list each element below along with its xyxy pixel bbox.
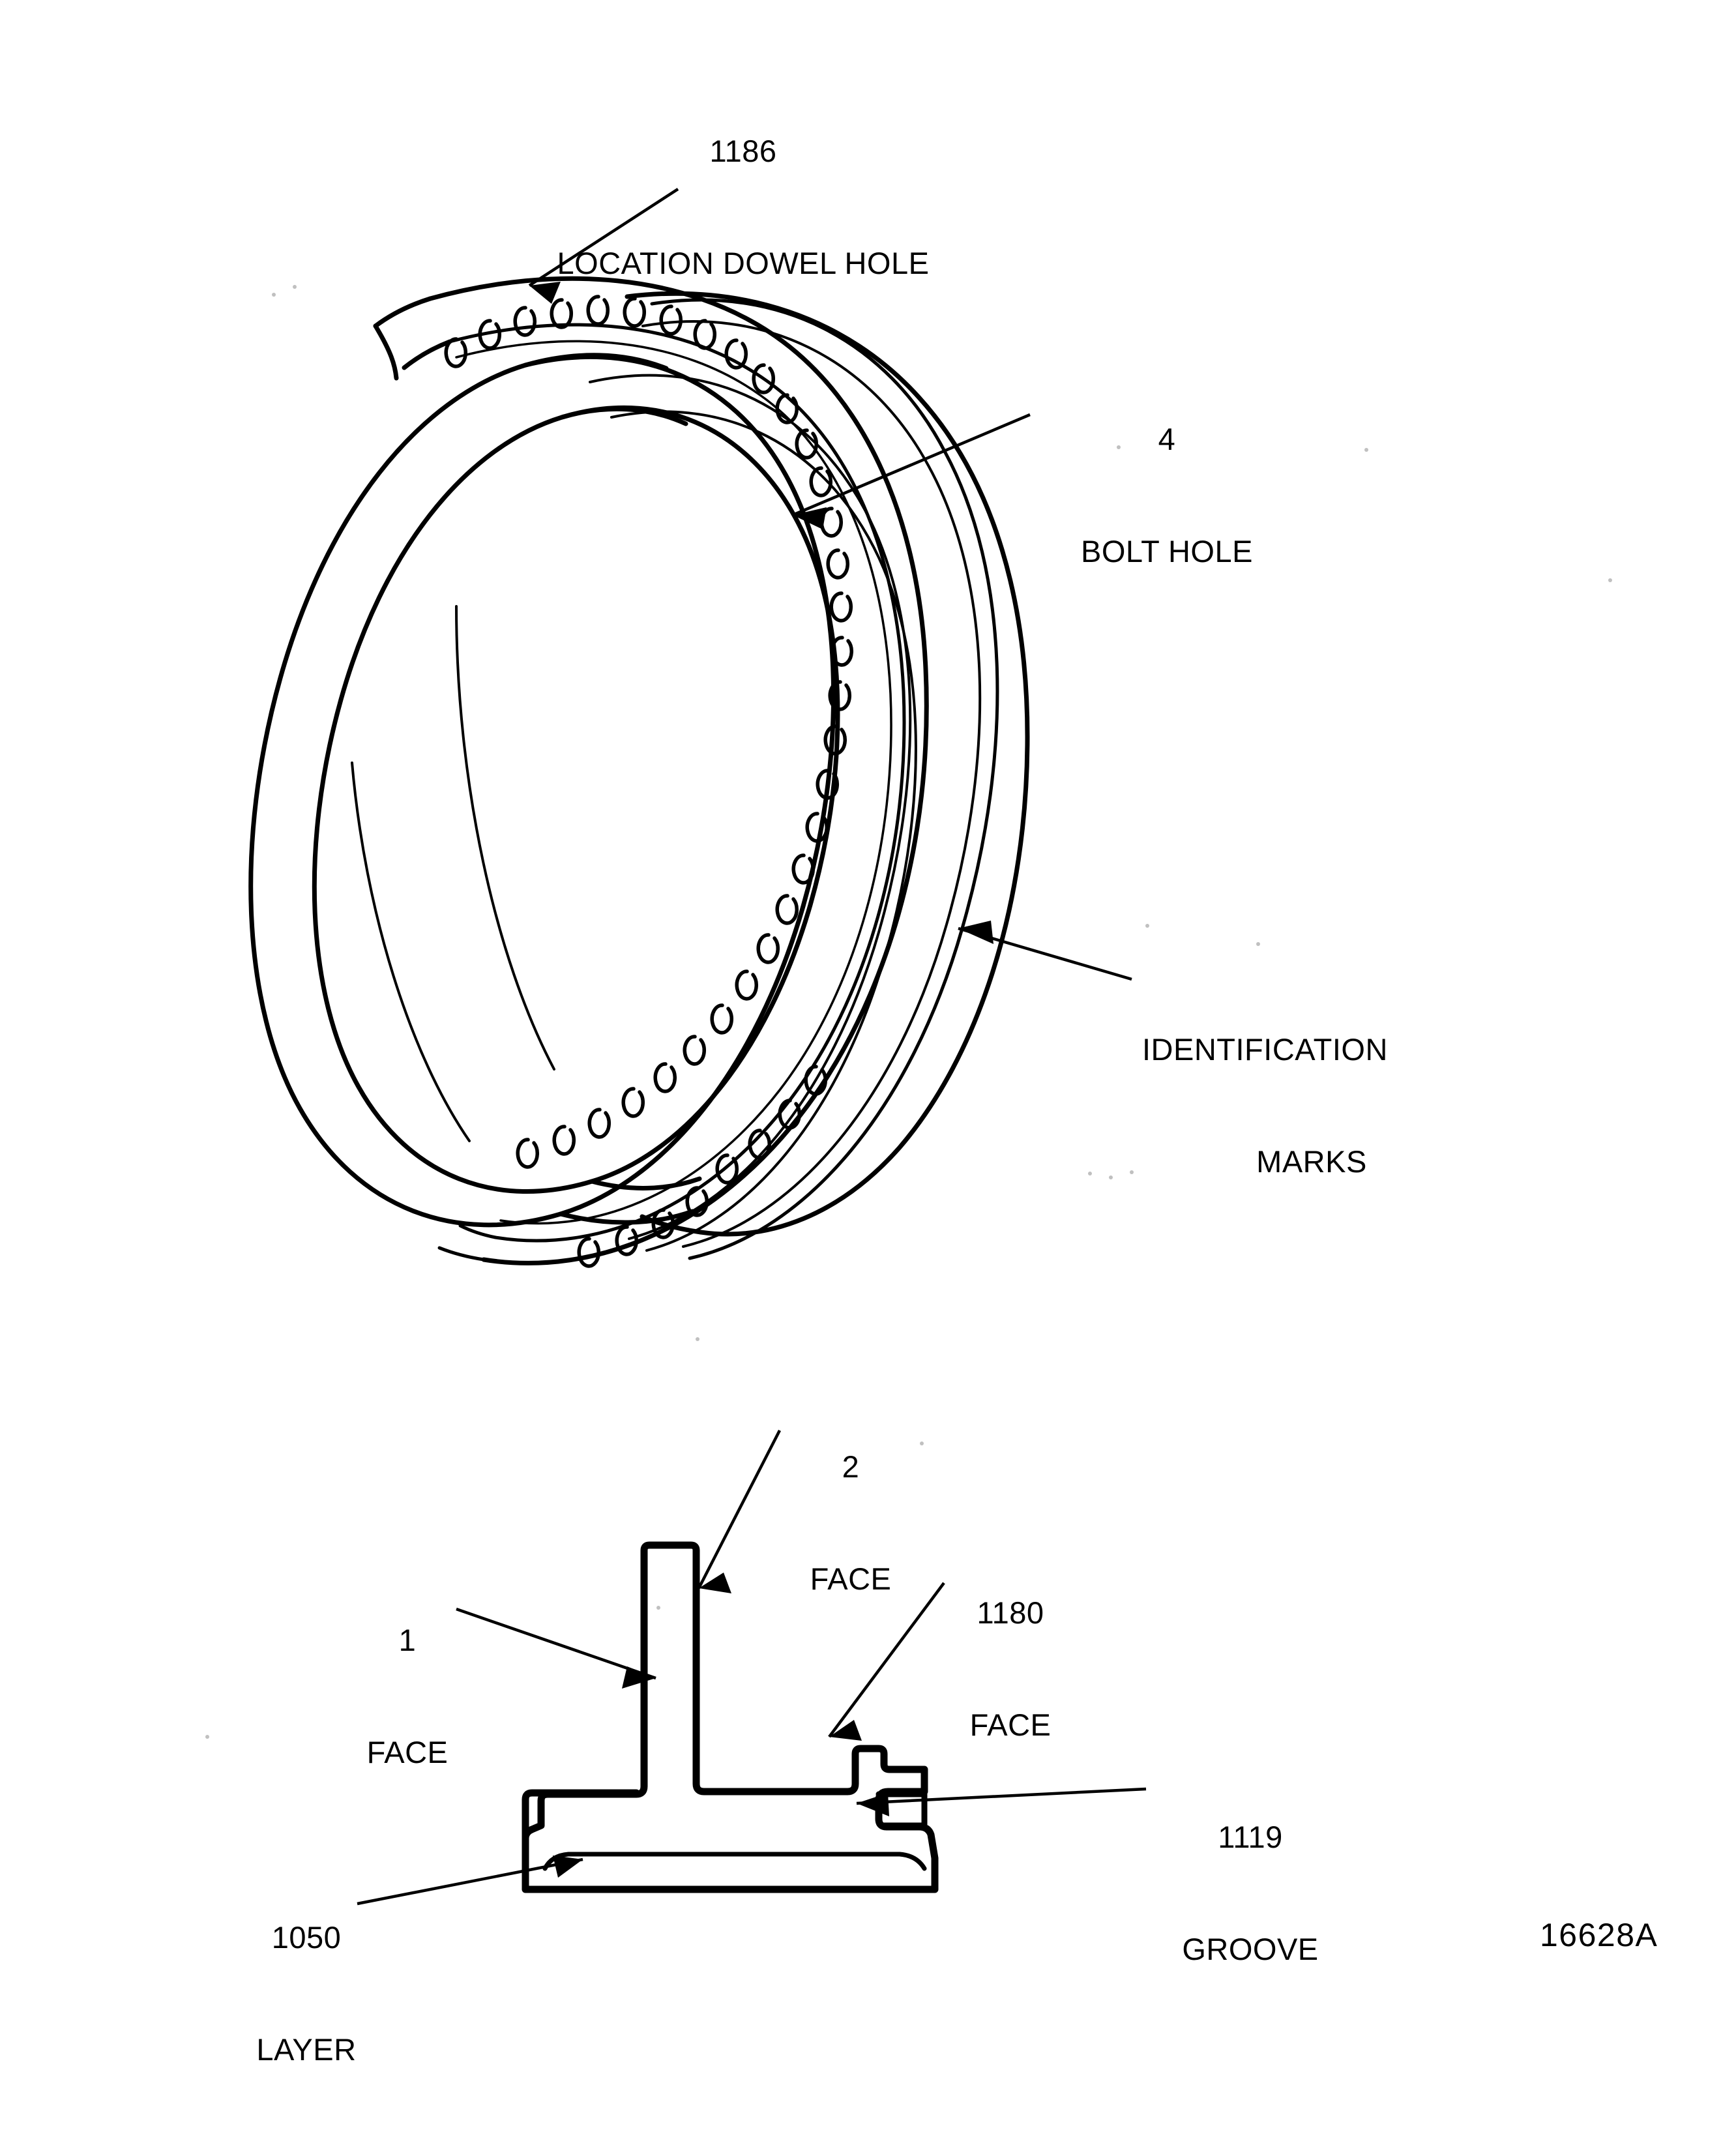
- callout-ident-line2: MARKS: [1256, 1144, 1367, 1179]
- leader-face-1180: [828, 1582, 945, 1741]
- leader-identification-marks: [958, 921, 1132, 981]
- flange-cross-section-profile: [522, 1541, 939, 1893]
- callout-face2-text: FACE: [810, 1561, 892, 1596]
- callout-face-1180: 1180 FACE: [926, 1519, 1095, 1818]
- callout-layer-text: LAYER: [256, 2032, 357, 2067]
- ring-intermediate-shells: [589, 298, 999, 1260]
- bolt-hole-group-lower: [577, 1186, 709, 1268]
- callout-face1-text: FACE: [366, 1734, 449, 1769]
- leader-layer-1050: [357, 1855, 583, 1906]
- leader-location-dowel-hole: [528, 188, 679, 304]
- callout-face1-number: 1: [398, 1622, 417, 1657]
- figure-number: 16628A: [1540, 1917, 1658, 1953]
- callout-groove-1119: 1119 GROOVE: [1159, 1743, 1342, 2043]
- callout-identification-marks: IDENTIFICATION MARKS: [1142, 956, 1481, 1255]
- leader-groove-1119: [856, 1787, 1147, 1816]
- callout-face-2: 2 FACE: [763, 1373, 939, 1672]
- technical-drawing-page: 1186 LOCATION DOWEL HOLE 4 BOLT HOLE IDE…: [205, 57, 1658, 2067]
- callout-layer-1050: 1050 LAYER: [215, 1844, 398, 2143]
- leader-bolt-hole: [792, 413, 1031, 529]
- leader-face-2: [697, 1429, 782, 1593]
- ring-bottom-generatrix: [558, 1176, 702, 1225]
- flange-ring-isometric: [248, 276, 1030, 1268]
- leader-face-1: [456, 1607, 656, 1689]
- callout-face-1: 1 FACE: [326, 1546, 489, 1846]
- scan-specks: [205, 285, 1612, 1739]
- callout-dowel-number: 1186: [709, 133, 777, 168]
- callout-location-dowel-hole: 1186 LOCATION DOWEL HOLE: [515, 57, 971, 357]
- callout-dowel-text: LOCATION DOWEL HOLE: [557, 245, 930, 280]
- callout-face1180-number: 1180: [977, 1595, 1044, 1630]
- ring-top-generatrix: [523, 353, 688, 426]
- callout-ident-line1: IDENTIFICATION: [1142, 1031, 1388, 1067]
- bore-inner-crease-2: [351, 761, 471, 1142]
- bolt-hole-group: [444, 295, 853, 1185]
- ring-front-outer-shell: [248, 354, 840, 1228]
- callout-bolt-text: BOLT HOLE: [1081, 533, 1253, 569]
- callout-face2-number: 2: [842, 1449, 860, 1484]
- callout-face1180-text: FACE: [969, 1707, 1052, 1742]
- drawing-canvas: [205, 188, 1612, 1906]
- callout-groove-text: GROOVE: [1182, 1931, 1319, 1966]
- callout-layer-number: 1050: [271, 1919, 342, 1955]
- bore-inner-crease: [455, 605, 555, 1071]
- callout-bolt-hole: 4 BOLT HOLE: [1030, 346, 1304, 645]
- bolt-circle-flange-band: [428, 276, 929, 1265]
- flange-band-edge-closures: [373, 296, 497, 1262]
- callout-bolt-number: 4: [1158, 421, 1176, 456]
- callout-groove-number: 1119: [1218, 1819, 1283, 1854]
